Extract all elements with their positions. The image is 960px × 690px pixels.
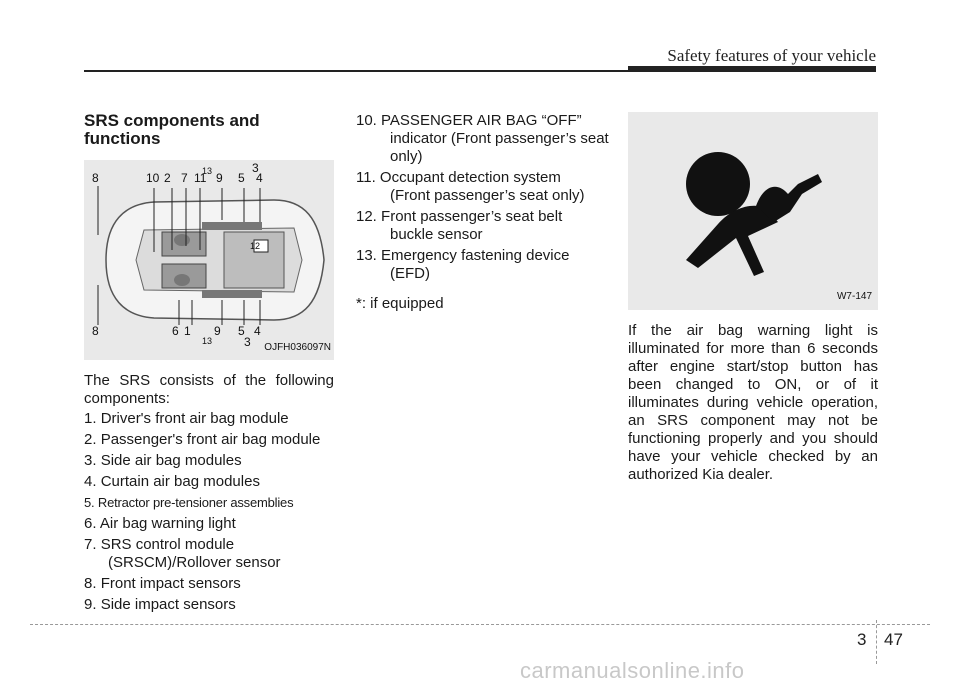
page-header-title: Safety features of your vehicle (667, 46, 876, 65)
list-item: 10. PASSENGER AIR BAG “OFF”indicator (Fr… (356, 112, 609, 165)
list-item: 6. Air bag warning light (84, 515, 236, 532)
components-list-b: 10. PASSENGER AIR BAG “OFF”indicator (Fr… (356, 112, 612, 283)
callout-label: 2 (164, 171, 171, 185)
page-number-separator (876, 620, 877, 664)
header-rule (84, 70, 876, 72)
column-1: SRS components and functions (84, 112, 334, 617)
header-rule-accent (628, 66, 876, 72)
callout-label: 1 (184, 324, 191, 338)
page-number: 47 (884, 630, 903, 649)
callout-label: 5 (238, 171, 245, 185)
intro-paragraph: The SRS consists of the following compon… (84, 372, 334, 407)
callout-label: 6 (172, 324, 179, 338)
airbag-warning-icon (686, 152, 822, 276)
airbag-warning-figure: W7-147 (628, 112, 878, 310)
callout-label: 9 (216, 171, 223, 185)
list-item: 2. Passenger's front air bag module (84, 431, 321, 448)
components-list-a: 1. Driver's front air bag module 2. Pass… (84, 410, 334, 614)
callout-label: 10 (146, 171, 160, 185)
column-2: 10. PASSENGER AIR BAG “OFF”indicator (Fr… (356, 112, 612, 315)
callout-label: 7 (181, 171, 188, 185)
column-3: W7-147 If the air bag warning light is i… (628, 112, 878, 486)
section-title: SRS components and functions (84, 111, 260, 148)
footnote: *: if equipped (356, 295, 444, 312)
list-item: 5. Retractor pre-tensioner assemblies (84, 495, 294, 510)
callout-label: 8 (92, 324, 99, 338)
footer-rule (30, 624, 930, 625)
callout-label: 8 (92, 171, 99, 185)
figure-code: OJFH036097N (264, 342, 331, 353)
callout-label: 9 (214, 324, 221, 338)
callout-label: 3 (252, 161, 259, 175)
list-item: 3. Side air bag modules (84, 452, 242, 469)
chapter-number: 3 (857, 630, 867, 649)
callout-label: 13 (202, 336, 212, 346)
callout-label: 3 (244, 335, 251, 349)
callout-label: 12 (250, 241, 260, 251)
watermark: carmanualsonline.info (520, 658, 745, 683)
list-item: 11. Occupant detection system(Front pass… (356, 169, 585, 204)
callout-label: 4 (256, 171, 263, 185)
warning-paragraph: If the air bag warning light is illumina… (628, 322, 878, 483)
warning-figure-code: W7-147 (836, 291, 872, 302)
list-item: 7. SRS control module(SRSCM)/Rollover se… (84, 536, 281, 571)
list-item: 1. Driver's front air bag module (84, 410, 289, 427)
list-item: 9. Side impact sensors (84, 596, 236, 613)
list-item: 13. Emergency fastening device(EFD) (356, 247, 570, 282)
callout-label: 5 (238, 324, 245, 338)
callout-label: 11 (194, 171, 207, 185)
list-item: 4. Curtain air bag modules (84, 473, 260, 490)
callout-label: 13 (202, 166, 212, 176)
callout-label: 4 (254, 324, 261, 338)
list-item: 8. Front impact sensors (84, 575, 241, 592)
